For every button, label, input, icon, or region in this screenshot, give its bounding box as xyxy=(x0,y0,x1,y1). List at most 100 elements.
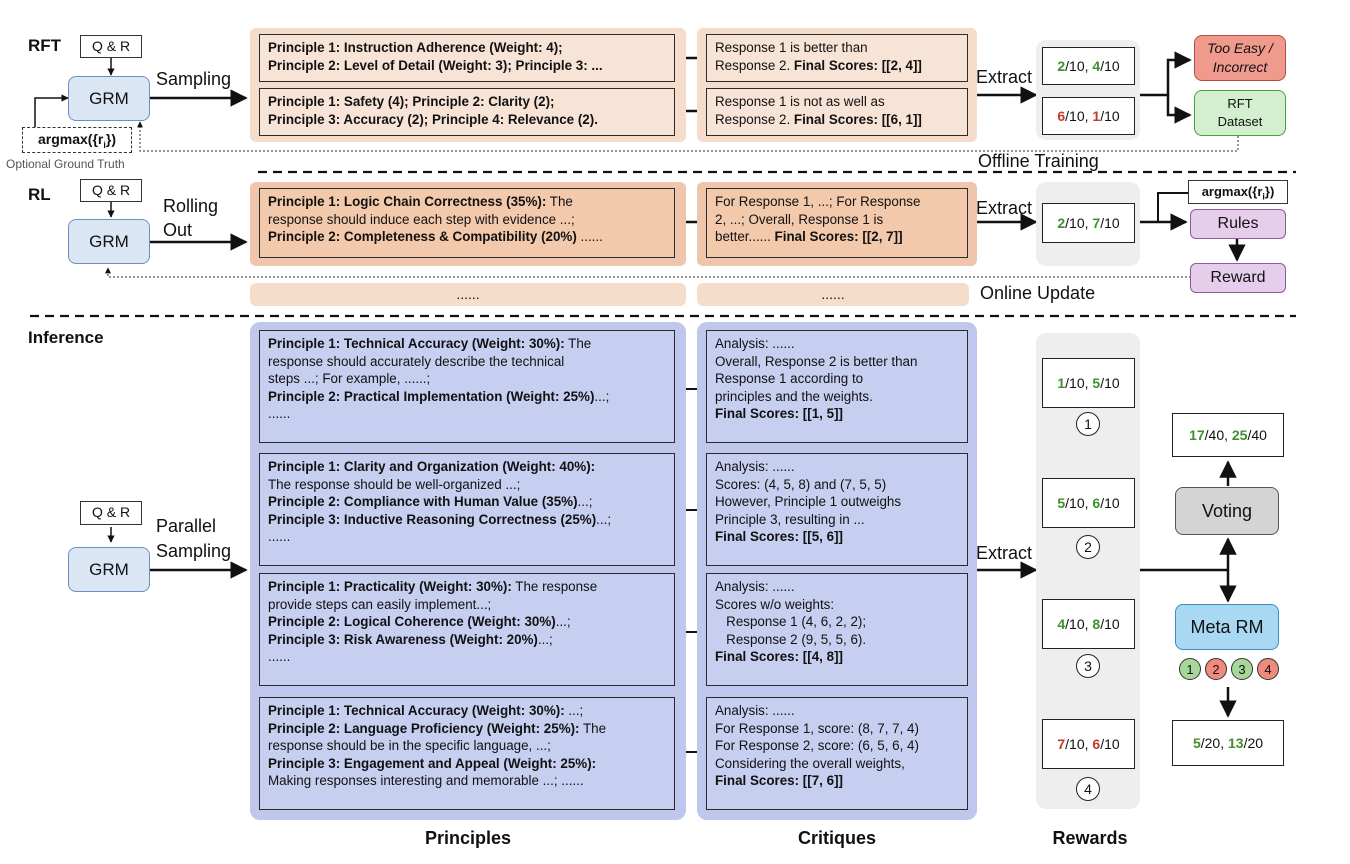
text-line: response should accurately describe the … xyxy=(268,353,565,369)
text-line: ...... xyxy=(268,406,291,421)
rl-critique-box: For Response 1, ...; For Response 2, ...… xyxy=(706,188,968,258)
text-line: Analysis: ...... xyxy=(715,459,795,474)
meta-rm-mark: 4 xyxy=(1257,658,1279,680)
parallel-label: Parallel xyxy=(156,516,217,536)
text-line: Principle 1: Technical Accuracy (Weight:… xyxy=(268,703,584,718)
text-line: Scores: (4, 5, 8) and (7, 5, 5) xyxy=(715,476,887,492)
text-line: For Response 2, score: (6, 5, 6, 4) xyxy=(715,738,919,753)
inference-principle-box-3: Principle 1: Practicality (Weight: 30%):… xyxy=(259,573,675,686)
inference-reward-box-2: 5/10, 6/10 xyxy=(1042,478,1135,528)
text-line: Principle 3: Engagement and Appeal (Weig… xyxy=(268,755,597,771)
meta-rm-mark: 3 xyxy=(1231,658,1253,680)
qr-box: Q & R xyxy=(80,179,142,202)
argmax-box: argmax({ri}) xyxy=(22,127,132,153)
meta-rm-result-box: 5/20, 13/20 xyxy=(1172,720,1284,766)
section-title-rl: RL xyxy=(28,185,51,204)
rft-principle-box-2: Principle 1: Safety (4); Principle 2: Cl… xyxy=(259,88,675,136)
text-line: Final Scores: [[4, 8]] xyxy=(715,649,843,664)
grm-box: GRM xyxy=(68,219,150,264)
text-line: response should be in the specific langu… xyxy=(268,738,551,753)
text-line: However, Principle 1 outweighs xyxy=(715,494,902,509)
text-line: Response 1 (4, 6, 2, 2); xyxy=(715,614,867,629)
qr-box: Q & R xyxy=(80,35,142,58)
rft-critique-box-2: Response 1 is not as well as Response 2.… xyxy=(706,88,968,136)
text-line: Making responses interesting and memorab… xyxy=(268,773,584,788)
offline-training-label: Offline Training xyxy=(978,151,1099,171)
grm-box: GRM xyxy=(68,76,150,121)
section-title-inference: Inference xyxy=(28,328,104,347)
qr-box: Q & R xyxy=(80,501,142,525)
meta-rm-mark: 2 xyxy=(1205,658,1227,680)
text-line: Principle 2: Compliance with Human Value… xyxy=(268,494,593,509)
out-label: Out xyxy=(163,220,193,240)
text-line: Analysis: ...... xyxy=(715,703,795,718)
text-line: Considering the overall weights, xyxy=(715,755,905,771)
text-line: Analysis: ...... xyxy=(715,579,795,594)
rft-reward-box-1: 2/10, 4/10 xyxy=(1042,47,1135,85)
text-line: Overall, Response 2 is better than xyxy=(715,353,918,369)
grm-box: GRM xyxy=(68,547,150,592)
sample-index-badge: 3 xyxy=(1076,654,1100,678)
online-update-label: Online Update xyxy=(980,283,1096,303)
text-line: Principle 2: Logical Coherence (Weight: … xyxy=(268,614,571,629)
inference-reward-box-4: 7/10, 6/10 xyxy=(1042,719,1135,769)
critiques-more-bar: ...... xyxy=(697,283,969,306)
inference-reward-box-1: 1/10, 5/10 xyxy=(1042,358,1135,408)
rolling-label: Rolling xyxy=(163,196,219,216)
text-line: Analysis: ...... xyxy=(715,336,795,351)
optional-ground-truth-label: Optional Ground Truth xyxy=(6,157,125,171)
text-line: The response should be well-organized ..… xyxy=(268,476,521,492)
inference-extract-label: Extract xyxy=(976,543,1033,563)
sample-index-badge: 2 xyxy=(1076,535,1100,559)
footer-critiques: Critiques xyxy=(797,828,876,848)
footer-rewards: Rewards xyxy=(1052,828,1128,848)
inference-principle-box-1: Principle 1: Technical Accuracy (Weight:… xyxy=(259,330,675,443)
text-line: Scores w/o weights: xyxy=(715,596,835,612)
inference-critique-box-1: Analysis: ...... Overall, Response 2 is b… xyxy=(706,330,968,443)
text-line: For Response 1, score: (8, 7, 7, 4) xyxy=(715,720,919,736)
rft-principle-box-1: Principle 1: Instruction Adherence (Weig… xyxy=(259,34,675,82)
meta-rm-mark: 1 xyxy=(1179,658,1201,680)
rl-extract-label: Extract xyxy=(976,198,1033,218)
text-line: steps ...; For example, ......; xyxy=(268,371,431,386)
inference-principle-box-4: Principle 1: Technical Accuracy (Weight:… xyxy=(259,697,675,810)
section-title-rft: RFT xyxy=(28,36,62,55)
text-line: Final Scores: [[5, 6]] xyxy=(715,529,843,544)
voting-result-box: 17/40, 25/40 xyxy=(1172,413,1284,457)
text-line: Principle 3: Risk Awareness (Weight: 20%… xyxy=(268,631,553,647)
rl-reward-box: 2/10, 7/10 xyxy=(1042,203,1135,243)
text-line: principles and the weights. xyxy=(715,388,873,404)
inference-critique-box-2: Analysis: ...... Scores: (4, 5, 8) and (7… xyxy=(706,453,968,566)
text-line: Final Scores: [[1, 5]] xyxy=(715,406,843,421)
inference-reward-box-3: 4/10, 8/10 xyxy=(1042,599,1135,649)
sample-index-badge: 1 xyxy=(1076,412,1100,436)
footer-principles: Principles xyxy=(424,828,512,848)
inference-critique-box-3: Analysis: ...... Scores w/o weights: Resp… xyxy=(706,573,968,686)
inference-principle-box-2: Principle 1: Clarity and Organization (W… xyxy=(259,453,675,566)
text-line: Principle 2: Practical Implementation (W… xyxy=(268,388,610,404)
text-line: ...... xyxy=(268,649,291,664)
rl-argmax-box: argmax({ri}) xyxy=(1188,180,1288,204)
too-easy-incorrect-box: Too Easy /Incorrect xyxy=(1194,35,1286,81)
text-line: Principle 1: Technical Accuracy (Weight:… xyxy=(268,336,592,351)
rft-critique-box-1: Response 1 is better than Response 2. Fi… xyxy=(706,34,968,82)
meta-rm-box: Meta RM xyxy=(1175,604,1279,650)
inference-critique-box-4: Analysis: ...... For Response 1, score: (… xyxy=(706,697,968,810)
text-line: Principle 2: Language Proficiency (Weigh… xyxy=(268,720,607,736)
text-line: ...... xyxy=(268,529,291,544)
sampling-label: Sampling xyxy=(156,69,232,89)
reward-box: Reward xyxy=(1190,263,1286,293)
text-line: Principle 3: Inductive Reasoning Correct… xyxy=(268,511,612,527)
text-line: Principle 1: Clarity and Organization (W… xyxy=(268,459,596,474)
text-line: Response 1 according to xyxy=(715,371,864,386)
text-line: Response 2 (9, 5, 5, 6). xyxy=(715,631,867,647)
text-line: provide steps can easily implement...; xyxy=(268,596,492,612)
voting-box: Voting xyxy=(1175,487,1279,535)
sample-index-badge: 4 xyxy=(1076,777,1100,801)
rft-extract-label: Extract xyxy=(976,67,1033,87)
text-line: Final Scores: [[7, 6]] xyxy=(715,773,843,788)
rl-principle-box: Principle 1: Logic Chain Correctness (35… xyxy=(259,188,675,258)
